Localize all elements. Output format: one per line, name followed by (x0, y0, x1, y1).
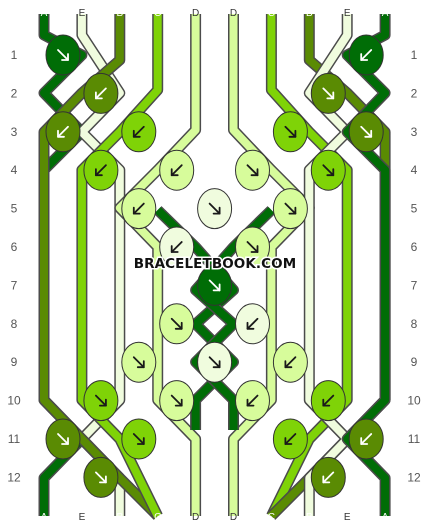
thread-end-label: A (41, 512, 48, 523)
arrow-down-right-icon (246, 164, 259, 177)
arrow-down-right-icon (170, 394, 183, 407)
arrow-down-left-icon (284, 433, 297, 445)
row-number-right: 2 (411, 86, 418, 100)
row-number-left: 2 (11, 86, 18, 100)
thread-start-label: E (79, 8, 86, 19)
arrow-down-left-icon (170, 241, 183, 253)
thread-end-label: A (382, 512, 389, 523)
arrow-down-right-icon (132, 433, 145, 445)
thread-start-label: B (116, 8, 123, 19)
arrow-down-left-icon (95, 164, 107, 177)
thread-start-label: C (154, 8, 161, 19)
row-number-left: 6 (11, 240, 18, 254)
thread-a-strand (154, 207, 238, 430)
arrow-down-left-icon (322, 394, 335, 407)
thread-start-label: D (230, 8, 237, 19)
knot-layer (45, 34, 384, 498)
thread-end-label: D (192, 512, 199, 523)
row-number-right: 12 (407, 470, 421, 484)
arrow-down-left-icon (170, 164, 183, 177)
row-number-right: 5 (411, 202, 418, 216)
thread-end-label: C (154, 512, 161, 523)
thread-a-strand (191, 207, 275, 430)
row-number-left: 10 (7, 394, 21, 408)
arrow-down-right-icon (322, 87, 335, 100)
thread-start-label: A (382, 8, 389, 19)
row-number-right: 6 (411, 240, 418, 254)
arrow-down-right-icon (246, 241, 259, 253)
row-number-right: 10 (407, 394, 421, 408)
thread-layer (38, 14, 391, 520)
arrow-down-left-icon (95, 87, 107, 100)
thread-end-label: E (79, 512, 86, 523)
thread-start-label: B (306, 8, 313, 19)
thread-end-label: E (344, 512, 351, 523)
row-number-left: 4 (11, 163, 18, 177)
arrow-down-right-icon (57, 433, 69, 445)
arrow-down-left-icon (360, 433, 373, 445)
arrow-down-right-icon (95, 471, 107, 484)
arrow-down-right-icon (170, 317, 183, 330)
arrow-down-right-icon (284, 125, 297, 138)
thread-start-label: C (268, 8, 275, 19)
arrow-down-right-icon (132, 356, 145, 369)
arrow-down-left-icon (322, 471, 335, 484)
row-number-right: 7 (411, 278, 418, 292)
row-number-right: 1 (411, 48, 418, 62)
row-number-right: 3 (411, 125, 418, 139)
row-number-right: 9 (411, 355, 418, 369)
thread-end-label: D (230, 512, 237, 523)
row-number-left: 1 (11, 48, 18, 62)
row-number-left: 7 (11, 278, 18, 292)
thread-start-label: E (344, 8, 351, 19)
arrow-down-right-icon (322, 164, 335, 177)
arrow-down-right-icon (208, 202, 221, 215)
thread-end-label: B (116, 512, 123, 523)
arrow-down-left-icon (132, 202, 145, 215)
arrow-down-right-icon (284, 202, 297, 215)
row-number-left: 12 (7, 470, 21, 484)
row-number-right: 11 (408, 432, 421, 446)
thread-start-label: D (192, 8, 199, 19)
watermark-text: BRACELETBOOK.COM (134, 256, 297, 272)
arrow-down-left-icon (284, 356, 297, 369)
arrow-down-left-icon (132, 125, 145, 138)
row-number-right: 4 (411, 163, 418, 177)
arrow-down-left-icon (57, 125, 69, 138)
row-number-left: 9 (11, 355, 18, 369)
thread-c-strand (77, 14, 162, 518)
arrow-down-right-icon (208, 279, 221, 292)
arrow-down-right-icon (95, 394, 107, 407)
row-number-right: 8 (411, 317, 418, 331)
row-number-left: 5 (11, 202, 18, 216)
arrow-down-right-icon (360, 125, 373, 138)
arrow-down-left-icon (246, 317, 259, 330)
thread-start-label: A (41, 8, 48, 19)
thread-c-strand (267, 14, 352, 518)
row-number-left: 8 (11, 317, 18, 331)
thread-end-label: C (268, 512, 275, 523)
arrow-down-left-icon (246, 394, 259, 407)
row-number-left: 11 (8, 432, 21, 446)
arrow-down-left-icon (360, 49, 373, 61)
thread-end-label: B (306, 512, 313, 523)
arrow-down-right-icon (208, 356, 221, 369)
arrow-down-right-icon (57, 49, 69, 61)
row-number-left: 3 (11, 125, 18, 139)
